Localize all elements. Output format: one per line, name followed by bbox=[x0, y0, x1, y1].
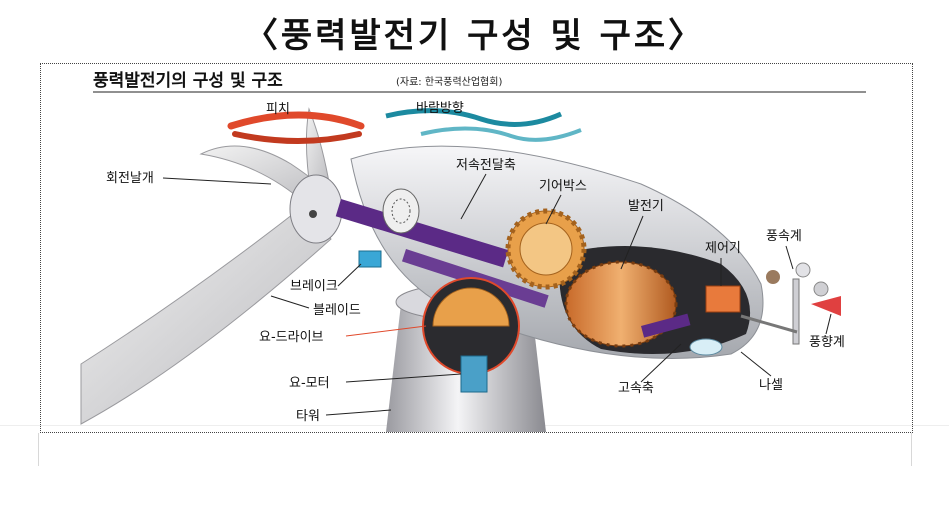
pitch-arrow-ring bbox=[227, 111, 365, 130]
label-high-speed-shaft: 고속축 bbox=[618, 381, 654, 396]
yaw-motor-body bbox=[460, 355, 488, 393]
label-brake: 브레이크 bbox=[290, 279, 338, 294]
label-wind-vane: 풍향계 bbox=[809, 335, 845, 350]
hub-shape bbox=[289, 174, 343, 244]
wind-vane-fin bbox=[811, 296, 841, 316]
page-rule-left bbox=[38, 433, 39, 466]
label-wind-direction: 바람방향 bbox=[416, 101, 464, 116]
high-speed-shaft bbox=[641, 313, 691, 338]
yaw-drive-gear bbox=[432, 287, 510, 327]
leader-lines bbox=[162, 173, 832, 416]
label-blade: 블레이드 bbox=[313, 303, 361, 318]
leader-blade bbox=[270, 295, 310, 309]
diagram-source: (자료: 한국풍력산업협회) bbox=[396, 75, 502, 88]
wind-turbine-diagram: 풍력발전기의 구성 및 구조 (자료: 한국풍력산업협회) bbox=[80, 71, 866, 432]
leader-low-speed-shaft bbox=[460, 173, 487, 220]
sensor-arm bbox=[740, 314, 798, 334]
label-generator: 발전기 bbox=[628, 199, 664, 214]
leader-tower bbox=[325, 409, 392, 416]
sensor-mast bbox=[792, 278, 800, 345]
generator-stripes bbox=[564, 260, 678, 348]
anemometer-cup-3 bbox=[813, 281, 829, 297]
gearbox-gear-inner bbox=[519, 222, 573, 276]
anemometer-cup-1 bbox=[766, 270, 780, 284]
leader-high-speed-shaft bbox=[640, 343, 682, 383]
label-anemometer: 풍속계 bbox=[766, 229, 802, 244]
label-yaw-drive: 요-드라이브 bbox=[259, 330, 324, 345]
brake-disk bbox=[382, 188, 420, 234]
brake-disk-inner bbox=[391, 198, 411, 224]
leader-brake bbox=[337, 263, 362, 287]
diagram-frame: 풍력발전기의 구성 및 구조 (자료: 한국풍력산업협회) bbox=[40, 63, 913, 433]
page-title: 〈풍력발전기 구성 및 구조〉 bbox=[243, 16, 706, 56]
hub-center bbox=[309, 210, 317, 218]
leader-anemometer bbox=[785, 245, 794, 270]
leader-rotor-blade bbox=[162, 177, 272, 185]
label-nacelle: 나셀 bbox=[759, 378, 783, 393]
label-pitch: 피치 bbox=[266, 102, 290, 117]
label-tower: 타워 bbox=[296, 409, 320, 424]
label-low-speed-shaft: 저속전달축 bbox=[456, 158, 516, 173]
diagram-heading: 풍력발전기의 구성 및 구조 bbox=[93, 71, 283, 91]
leader-yaw-motor bbox=[345, 373, 462, 383]
label-yaw-motor: 요-모터 bbox=[289, 376, 330, 391]
anemometer-cup-2 bbox=[795, 262, 811, 278]
page-rule-right bbox=[911, 433, 912, 466]
wind-wave-1 bbox=[385, 108, 563, 127]
blade-lower-shape bbox=[80, 203, 332, 425]
label-controller: 제어기 bbox=[705, 241, 741, 256]
brake-caliper bbox=[358, 250, 382, 268]
label-gearbox: 기어박스 bbox=[539, 179, 587, 194]
leader-wind-vane bbox=[825, 313, 832, 335]
low-speed-shaft bbox=[335, 199, 509, 268]
wind-wave-2 bbox=[420, 126, 582, 142]
shaft-end bbox=[689, 338, 723, 356]
controller-box bbox=[705, 285, 741, 313]
blade-top-shape bbox=[305, 107, 332, 195]
gearbox-gear-teeth bbox=[505, 208, 587, 290]
leader-nacelle bbox=[740, 351, 772, 377]
label-rotor-blade: 회전날개 bbox=[106, 171, 154, 186]
leader-gearbox bbox=[545, 194, 562, 225]
leader-generator bbox=[620, 215, 644, 270]
leader-yaw-drive bbox=[345, 325, 427, 337]
pitch-arrow-ring-back bbox=[232, 131, 362, 144]
